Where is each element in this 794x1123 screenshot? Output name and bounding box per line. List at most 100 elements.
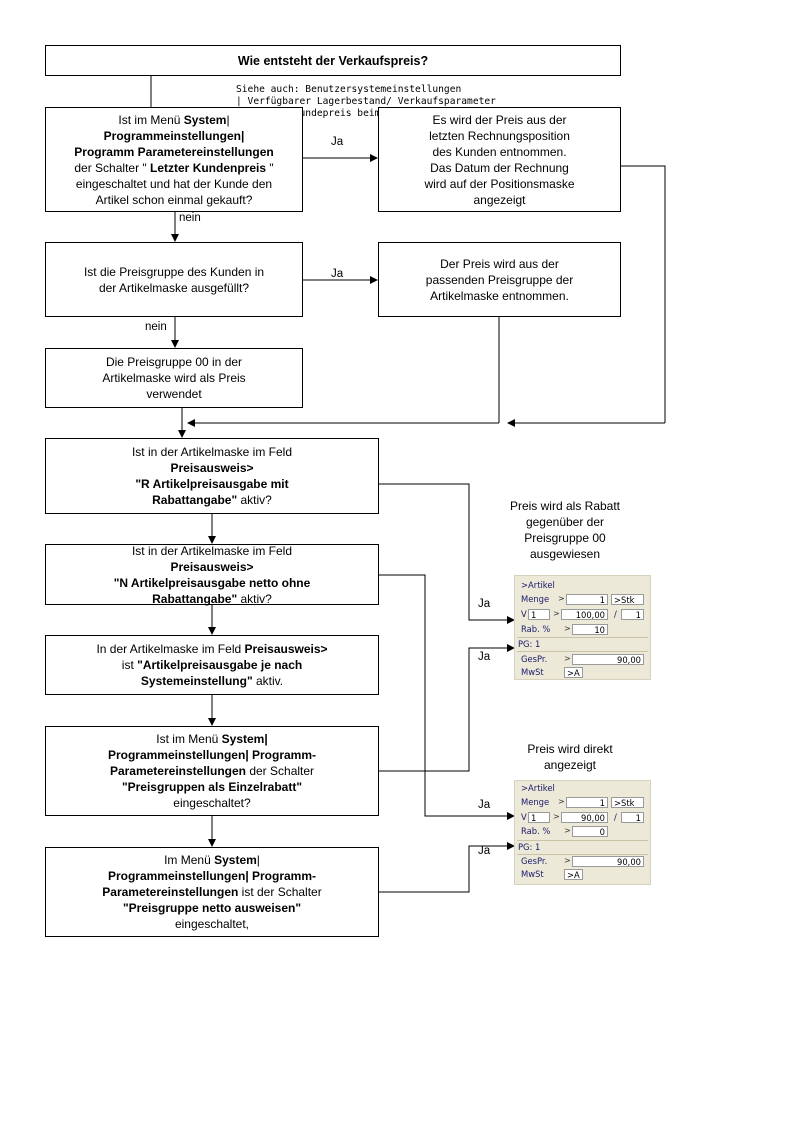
- box-text: Rabattangabe": [152, 591, 238, 606]
- question-last-customer-price: Ist im Menü System| Programmeinstellunge…: [45, 107, 303, 212]
- menge-label: Menge: [521, 797, 550, 807]
- gespr-label: GesPr.: [521, 654, 548, 664]
- default-pricegroup-00: Die Preisgruppe 00 in der Artikelmaske w…: [45, 348, 303, 408]
- box-text: System: [183, 112, 227, 127]
- box-text: aktiv?: [237, 493, 272, 507]
- box-text: Programm Parametereinstellungen: [74, 144, 274, 159]
- gespr-label: GesPr.: [521, 856, 548, 866]
- field-pointer-icon: >: [553, 609, 560, 618]
- per-separator: /: [614, 812, 617, 822]
- v-field[interactable]: 1: [528, 812, 550, 823]
- box-text: Artikelmaske wird als Preis: [102, 371, 246, 385]
- caption-line: Preis wird direkt: [527, 742, 613, 756]
- box-text: ist: [121, 658, 138, 672]
- box-text: Preisausweis>: [244, 642, 328, 656]
- field-pointer-icon: >: [558, 797, 565, 806]
- per-field[interactable]: 1: [621, 812, 644, 823]
- label-ja: Ja: [478, 845, 491, 857]
- box-text: ist der Schalter: [238, 885, 322, 899]
- box-text: Ist im Menü: [156, 732, 222, 746]
- box-text: Ist im Menü: [118, 112, 184, 127]
- see-also-line: | Verfügbarer Lagerbestand/ Verkaufspara…: [236, 96, 496, 107]
- menge-field[interactable]: 1: [566, 797, 608, 808]
- page-title: Wie entsteht der Verkaufspreis?: [45, 45, 621, 76]
- box-text: der Artikelmaske ausgefüllt?: [98, 280, 250, 295]
- box-text: eingeschaltet?: [173, 796, 251, 810]
- unit-field[interactable]: >Stk: [611, 797, 644, 808]
- mwst-field[interactable]: >A: [564, 667, 583, 678]
- line-answer1-merge: [621, 165, 666, 423]
- field-pointer-icon: >: [564, 856, 571, 865]
- per-field[interactable]: 1: [621, 609, 644, 620]
- price-field[interactable]: 90,00: [561, 812, 608, 823]
- box-text: ": [266, 160, 274, 175]
- v-field[interactable]: 1: [528, 609, 550, 620]
- article-panel-discount: >Artikel Menge > 1 >Stk V 1 > 100,00 / 1…: [514, 575, 651, 680]
- see-also-line: Siehe auch: Benutzersystemeinstellungen: [236, 84, 462, 95]
- gespr-field[interactable]: 90,00: [572, 654, 644, 665]
- box-text: |: [256, 853, 260, 867]
- article-panel-direct: >Artikel Menge > 1 >Stk V 1 > 90,00 / 1 …: [514, 780, 651, 885]
- caption-line: angezeigt: [543, 758, 597, 772]
- box-text: System|: [221, 732, 268, 746]
- box-text: Artikelmaske entnommen.: [430, 288, 569, 303]
- box-text: des Kunden entnommen.: [432, 144, 567, 159]
- pg-label: PG: 1: [518, 842, 541, 852]
- rab-label: Rab. %: [521, 624, 551, 634]
- caption-line: ausgewiesen: [529, 547, 601, 561]
- question-pricegroup-single-discount: Ist im Menü System| Programmeinstellunge…: [45, 726, 379, 816]
- box-text: verwendet: [146, 387, 202, 401]
- box-text: wird auf der Positionsmaske: [424, 176, 575, 191]
- panel-divider: [517, 637, 648, 638]
- label-ja: Ja: [331, 136, 344, 148]
- panel-divider: [517, 840, 648, 841]
- box-text: Programmeinstellungen| Programm-: [107, 748, 317, 762]
- box-text: Der Preis wird aus der: [440, 256, 559, 271]
- panel-divider: [517, 854, 648, 855]
- page-title-text: Wie entsteht der Verkaufspreis?: [237, 53, 429, 68]
- box-text: eingeschaltet und hat der Kunde den: [75, 176, 273, 191]
- box-text: Rabattangabe": [152, 493, 238, 507]
- arrow-net-ja-direct: [378, 842, 515, 893]
- field-pointer-icon: >: [553, 812, 560, 821]
- question-n-price-output: Ist in der Artikelmaske im Feld Preisaus…: [45, 543, 379, 606]
- box-text: Letzter Kundenpreis: [150, 160, 267, 175]
- unit-field[interactable]: >Stk: [611, 594, 644, 605]
- label-ja: Ja: [478, 598, 491, 610]
- pg-label: PG: 1: [518, 639, 541, 649]
- menge-field[interactable]: 1: [566, 594, 608, 605]
- panel-divider: [517, 651, 648, 652]
- box-text: Ist in der Artikelmaske im Feld: [131, 543, 293, 558]
- box-text: Programmeinstellungen|: [103, 128, 245, 143]
- answer-last-invoice-price: Es wird der Preis aus der letzten Rechnu…: [378, 107, 621, 212]
- box-text: Parametereinstellungen: [102, 885, 239, 899]
- panel-header: >Artikel: [521, 580, 555, 590]
- box-text: System: [214, 853, 257, 867]
- caption-line: gegenüber der: [525, 515, 605, 529]
- box-text: angezeigt: [473, 192, 526, 207]
- mwst-field[interactable]: >A: [564, 869, 583, 880]
- box-text: Systemeinstellung": [140, 674, 253, 688]
- rab-field[interactable]: 0: [572, 826, 608, 837]
- v-label: V: [521, 812, 527, 822]
- box-text: Ist in der Artikelmaske im Feld: [131, 445, 293, 459]
- box-text: Ist die Preisgruppe des Kunden in: [83, 264, 265, 279]
- price-field[interactable]: 100,00: [561, 609, 608, 620]
- box-text: |: [226, 112, 230, 127]
- panel-header: >Artikel: [521, 783, 555, 793]
- gespr-field[interactable]: 90,00: [572, 856, 644, 867]
- box-text: letzten Rechnungsposition: [429, 128, 570, 143]
- rab-field[interactable]: 10: [572, 624, 608, 635]
- per-separator: /: [614, 609, 617, 619]
- rab-label: Rab. %: [521, 826, 551, 836]
- question-system-setting-output: In der Artikelmaske im Feld Preisausweis…: [45, 635, 379, 695]
- box-text: der Schalter: [246, 764, 315, 778]
- label-ja: Ja: [478, 799, 491, 811]
- box-text: Preisausweis>: [170, 559, 254, 574]
- menge-label: Menge: [521, 594, 550, 604]
- question-customer-pricegroup: Ist die Preisgruppe des Kunden in der Ar…: [45, 242, 303, 317]
- box-text: Preisausweis>: [170, 461, 254, 475]
- box-text: Im Menü: [164, 853, 215, 867]
- box-text: der Schalter ": [74, 160, 151, 175]
